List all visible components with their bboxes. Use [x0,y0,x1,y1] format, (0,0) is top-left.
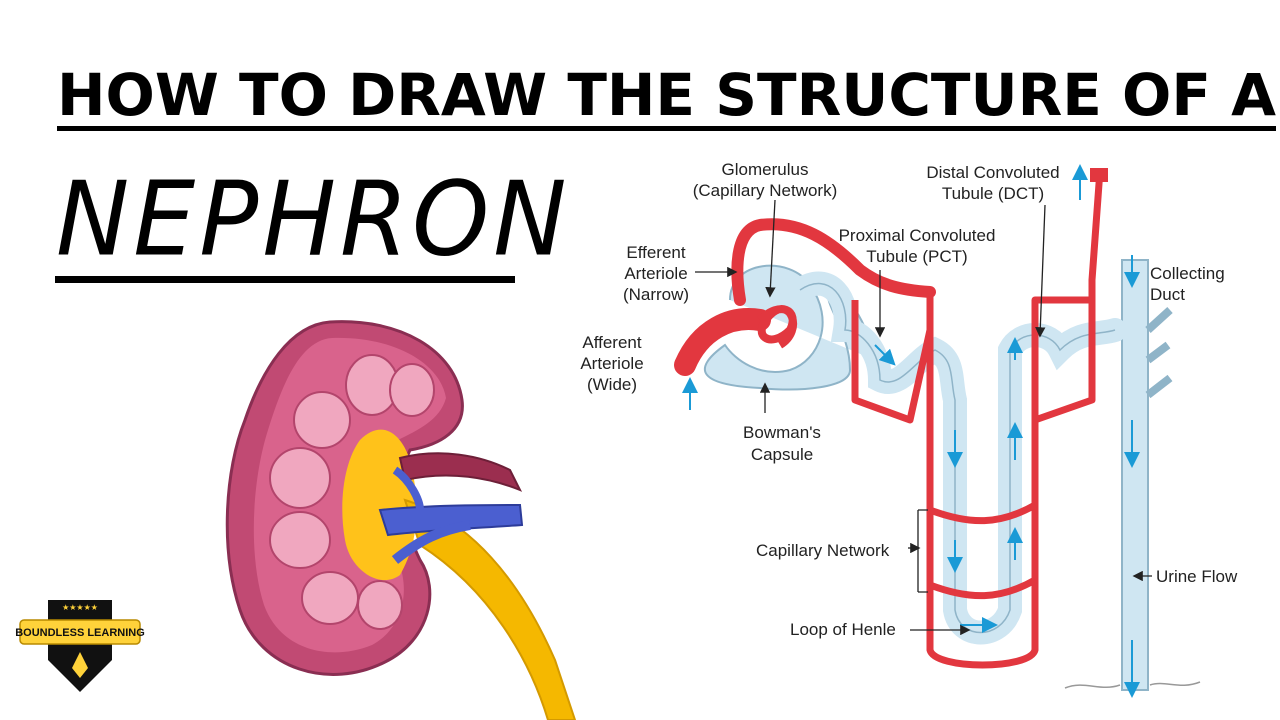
page-title: HOW TO DRAW THE STRUCTURE OF A [57,61,1277,131]
logo-text: BOUNDLESS LEARNING [15,627,145,639]
label-urine-flow: Urine Flow [1156,567,1238,586]
logo-stars: ★★★★★ [62,603,98,612]
label-efferent-2: Arteriole [624,264,687,283]
proximal-tubule [788,271,1127,645]
brand-logo: ★★★★★ BOUNDLESS LEARNING [15,600,145,692]
collecting-duct [1121,259,1149,691]
label-glomerulus: Glomerulus [722,160,809,179]
peritubular-capillary [851,169,1104,669]
label-glomerulus-sub: (Capillary Network) [693,181,838,200]
renal-pyramids [269,354,435,630]
nephron-heading: NEPHRON [56,160,571,280]
label-collecting-duct-2: Duct [1150,285,1185,304]
label-bowman: Bowman's [743,423,821,442]
label-efferent-3: (Narrow) [623,285,689,304]
nephron-diagram: Glomerulus (Capillary Network) Efferent … [580,160,1238,698]
renal-artery [398,452,523,492]
label-afferent-2: Arteriole [580,354,643,373]
label-pct: Proximal Convoluted [839,226,996,245]
label-dct: Distal Convoluted [926,163,1059,182]
label-bowman-2: Capsule [751,445,813,464]
label-efferent: Efferent [626,243,686,262]
glomerulus [757,305,798,349]
label-capillary-network: Capillary Network [756,541,890,560]
label-afferent: Afferent [582,333,642,352]
label-leaders [695,199,1152,636]
heading-underline [55,276,515,283]
afferent-arteriole [674,308,771,376]
label-collecting-duct: Collecting [1150,264,1225,283]
ureter [403,498,577,720]
label-pct-2: Tubule (PCT) [866,247,967,266]
label-loop-of-henle: Loop of Henle [790,620,896,639]
label-dct-2: Tubule (DCT) [942,184,1044,203]
flow-arrows [682,164,1140,698]
renal-vein [378,503,524,537]
efferent-arteriole [731,218,936,306]
kidney-illustration [225,320,577,720]
pen-nib-icon [72,652,88,678]
label-afferent-3: (Wide) [587,375,637,394]
